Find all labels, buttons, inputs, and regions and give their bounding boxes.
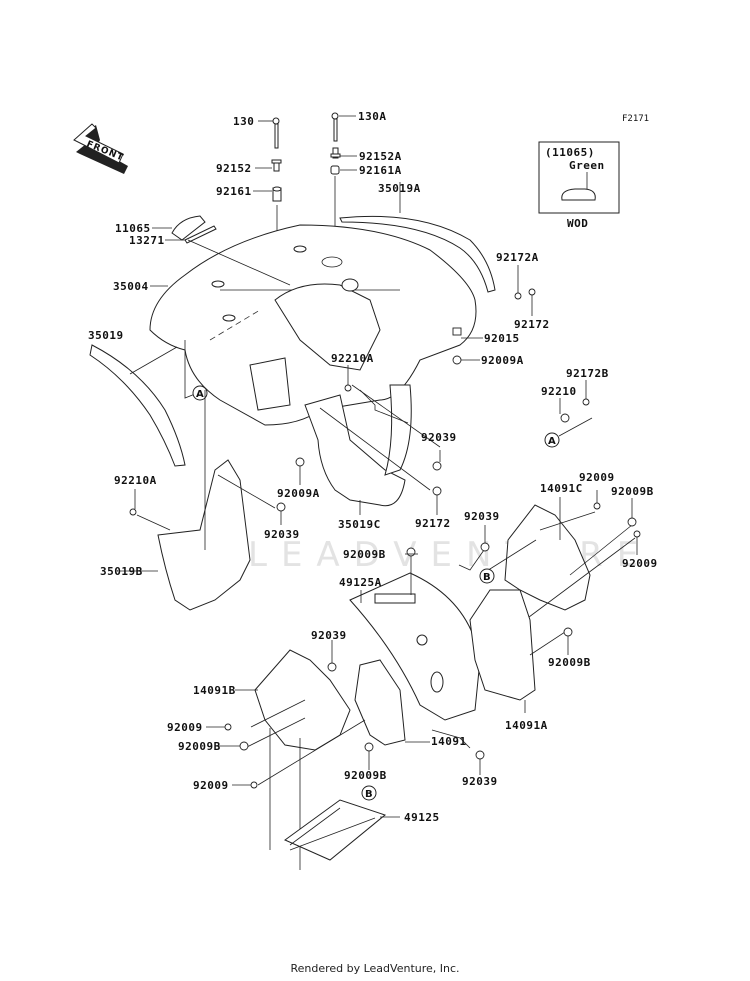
footer-credit: Rendered by LeadVenture, Inc. [290,962,460,975]
label-92161A[interactable]: 92161A [359,164,402,177]
svg-text:B: B [483,572,491,583]
callout-a-right: A [544,417,593,448]
label-92039-mid[interactable]: 92039 [421,431,457,444]
label-92152A[interactable]: 92152A [359,150,402,163]
watermark: LEADVENTURE [248,535,652,575]
label-35004[interactable]: 35004 [113,280,149,293]
label-92210A-left[interactable]: 92210A [114,474,157,487]
label-92009B-l[interactable]: 92009B [178,740,221,753]
label-49125[interactable]: 49125 [404,811,440,824]
label-92039-left[interactable]: 92039 [264,528,300,541]
svg-text:A: A [196,389,204,400]
inset-color-label: Green [569,159,605,172]
callout-b-right: B [458,549,495,584]
label-92009B-r1[interactable]: 92009B [611,485,654,498]
label-35019[interactable]: 35019 [88,329,124,342]
label-35019C[interactable]: 35019C [338,518,381,531]
label-49125A[interactable]: 49125A [339,576,382,589]
label-14091B[interactable]: 14091B [193,684,236,697]
label-92009A-mid[interactable]: 92009A [277,487,320,500]
inset-caption: WOD [567,217,588,230]
label-92152[interactable]: 92152 [216,162,252,175]
label-92009-l2[interactable]: 92009 [193,779,229,792]
label-130A[interactable]: 130A [358,110,387,123]
trim-35019A [339,215,496,293]
guard-14091C [504,504,591,611]
skid-plate-49125A [349,572,481,721]
guard-14091A [469,589,536,701]
label-92172-mid[interactable]: 92172 [415,517,451,530]
label-92009-l1[interactable]: 92009 [167,721,203,734]
svg-text:B: B [365,789,373,800]
reflector-11065 [171,215,206,241]
label-14091C[interactable]: 14091C [540,482,583,495]
label-92039-b[interactable]: 92039 [464,510,500,523]
strip-13271 [184,225,217,244]
label-92009-r2[interactable]: 92009 [622,557,658,570]
label-92210A-mid[interactable]: 92210A [331,352,374,365]
label-92009B-mid[interactable]: 92009B [343,548,386,561]
label-92009-r1[interactable]: 92009 [579,471,615,484]
label-92009A-right[interactable]: 92009A [481,354,524,367]
label-92172A[interactable]: 92172A [496,251,539,264]
skid-plate-49125 [284,799,387,861]
label-11065[interactable]: 11065 [115,222,151,235]
label-14091A[interactable]: 14091A [505,719,548,732]
label-13271[interactable]: 13271 [129,234,165,247]
label-92172B[interactable]: 92172B [566,367,609,380]
reflector-shape [561,188,596,201]
label-92039-low[interactable]: 92039 [311,629,347,642]
part-labels: 130 130A 92152 92152A 92161 92161A 35019… [88,110,658,824]
label-92210[interactable]: 92210 [541,385,577,398]
label-92161[interactable]: 92161 [216,185,252,198]
callout-a-left: A [192,385,208,401]
guard-14091 [354,659,406,746]
callout-b-bottom: B [361,785,377,801]
mudflap-35019B [157,459,251,611]
label-92015[interactable]: 92015 [484,332,520,345]
guard-14091B [254,649,351,751]
mudflap-35019C [304,394,406,507]
trim-35019 [89,344,186,467]
front-arrow-icon: FRONT [73,123,128,174]
leader-lines [120,115,638,818]
inset-color-box: (11065) Green WOD [538,141,620,230]
label-92039-bot[interactable]: 92039 [462,775,498,788]
inset-part-ref: (11065) [545,146,595,159]
label-92009B-low[interactable]: 92009B [344,769,387,782]
figure-id: F2171 [622,114,649,124]
svg-text:A: A [548,436,556,447]
label-130[interactable]: 130 [233,115,254,128]
label-35019B[interactable]: 35019B [100,565,143,578]
label-92172-top[interactable]: 92172 [514,318,550,331]
label-35019A[interactable]: 35019A [378,182,421,195]
label-14091[interactable]: 14091 [431,735,467,748]
label-92009B-r2[interactable]: 92009B [548,656,591,669]
